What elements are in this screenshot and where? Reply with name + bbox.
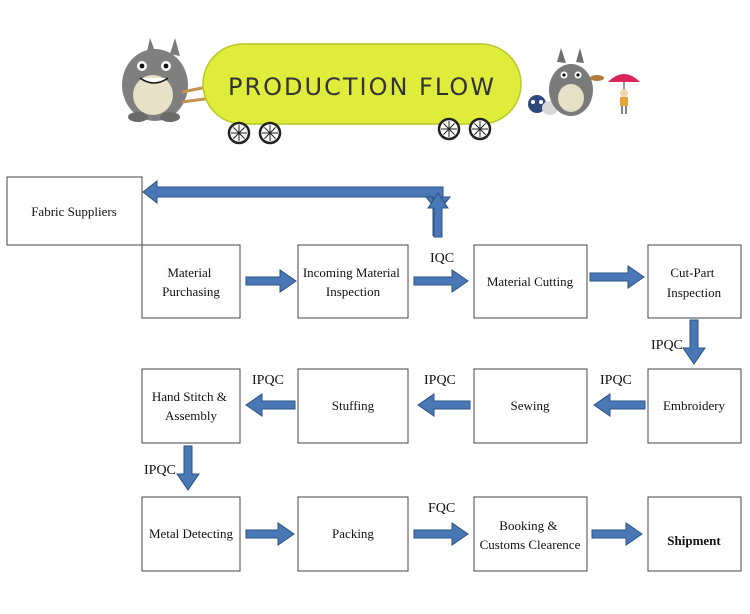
box-sewing-label: Sewing bbox=[511, 398, 551, 413]
box-cut-part-inspection bbox=[647, 244, 742, 319]
box-incoming-material-inspection bbox=[297, 244, 409, 319]
arrow-stuffing-to-handstitch bbox=[245, 393, 296, 417]
arrow-cutpart-to-embroidery bbox=[682, 319, 706, 365]
box-cut-part-inspection-line-2: Inspection bbox=[667, 285, 722, 300]
box-booking-customs-clearence-label: Booking & Customs Clearence bbox=[480, 518, 581, 552]
box-sewing bbox=[473, 368, 588, 444]
label-iqc: IQC bbox=[430, 251, 454, 266]
box-shipment-label: Shipment bbox=[667, 533, 721, 548]
flow-boxes: Fabric Suppliers Material Purchasing Inc… bbox=[6, 176, 742, 572]
box-hand-stitch-assembly-line-1: Hand Stitch & bbox=[152, 389, 227, 404]
label-fqc: FQC bbox=[428, 501, 455, 516]
arrow-sewing-to-stuffing bbox=[417, 393, 471, 417]
box-stuffing-line-1: Stuffing bbox=[332, 398, 375, 413]
box-material-purchasing-line-1: Material bbox=[167, 265, 211, 280]
label-ipqc-stuffing: IPQC bbox=[252, 373, 284, 388]
label-ipqc-embroidery: IPQC bbox=[600, 373, 632, 388]
qc-labels: IQC IPQC IPQC IPQC IPQC IPQC FQC bbox=[144, 251, 683, 516]
arrow-cutting-to-cutpart bbox=[589, 265, 645, 289]
arrow-booking-to-shipment bbox=[591, 522, 643, 546]
arrow-purchasing-to-incoming bbox=[245, 269, 297, 293]
box-embroidery bbox=[647, 368, 742, 444]
box-incoming-material-inspection-line-1: Incoming Material bbox=[303, 265, 400, 280]
cart-wheels-icon bbox=[227, 117, 492, 145]
box-packing-label: Packing bbox=[332, 526, 374, 541]
box-cut-part-inspection-line-1: Cut-Part bbox=[670, 265, 714, 280]
totoro-mascot-right-icon bbox=[528, 48, 604, 116]
box-packing-line-1: Packing bbox=[332, 526, 374, 541]
girl-with-umbrella-icon bbox=[608, 74, 640, 114]
box-fabric-suppliers bbox=[6, 176, 143, 246]
box-embroidery-line-1: Embroidery bbox=[663, 398, 726, 413]
box-sewing-line-1: Sewing bbox=[511, 398, 551, 413]
header-banner: PRODUCTION FLOW bbox=[122, 38, 640, 145]
arrow-metal-to-packing bbox=[245, 522, 295, 546]
box-incoming-material-inspection-label: Incoming Material Inspection bbox=[303, 265, 403, 299]
box-incoming-material-inspection-line-2: Inspection bbox=[326, 284, 381, 299]
arrow-embroidery-to-sewing bbox=[593, 393, 646, 417]
box-hand-stitch-assembly bbox=[141, 368, 241, 444]
box-stuffing-label: Stuffing bbox=[332, 398, 375, 413]
page-title: PRODUCTION FLOW bbox=[228, 73, 496, 101]
box-material-purchasing-line-2: Purchasing bbox=[162, 284, 220, 299]
box-booking-customs-clearence-line-1: Booking & bbox=[499, 518, 557, 533]
arrow-packing-to-booking bbox=[413, 522, 469, 546]
arrow-incoming-to-cutting bbox=[413, 269, 469, 293]
box-metal-detecting-label: Metal Detecting bbox=[149, 526, 234, 541]
title-banner-pill bbox=[202, 43, 522, 125]
label-ipqc-handstitch: IPQC bbox=[144, 463, 176, 478]
box-cut-part-inspection-label: Cut-Part Inspection bbox=[667, 265, 722, 300]
box-fabric-suppliers-label: Fabric Suppliers bbox=[31, 204, 117, 219]
box-shipment bbox=[647, 496, 742, 572]
box-shipment-line-1: Shipment bbox=[667, 533, 721, 548]
box-embroidery-label: Embroidery bbox=[663, 398, 726, 413]
box-hand-stitch-assembly-line-2: Assembly bbox=[165, 408, 218, 423]
box-material-purchasing-label: Material Purchasing bbox=[162, 265, 220, 299]
box-material-purchasing bbox=[141, 244, 241, 319]
box-packing bbox=[297, 496, 409, 572]
totoro-mascot-left-icon bbox=[122, 38, 213, 122]
arrow-handstitch-to-metal bbox=[176, 445, 200, 491]
box-stuffing bbox=[297, 368, 409, 444]
label-ipqc-sewing: IPQC bbox=[424, 373, 456, 388]
box-material-cutting-label: Material Cutting bbox=[487, 274, 574, 289]
arrow-iqc-return-to-fabric-suppliers bbox=[142, 179, 452, 236]
box-booking-customs-clearence-line-2: Customs Clearence bbox=[480, 537, 581, 552]
box-hand-stitch-assembly-label: Hand Stitch & Assembly bbox=[152, 389, 230, 423]
box-material-cutting bbox=[473, 244, 588, 319]
label-ipqc-cutpart: IPQC bbox=[651, 338, 683, 353]
box-metal-detecting-line-1: Metal Detecting bbox=[149, 526, 234, 541]
box-fabric-suppliers-line-1: Fabric Suppliers bbox=[31, 204, 117, 219]
box-material-cutting-line-1: Material Cutting bbox=[487, 274, 574, 289]
flow-arrows bbox=[142, 179, 706, 546]
box-metal-detecting bbox=[141, 496, 241, 572]
box-booking-customs-clearence bbox=[473, 496, 588, 572]
arrow-up-to-return-line bbox=[427, 192, 449, 238]
